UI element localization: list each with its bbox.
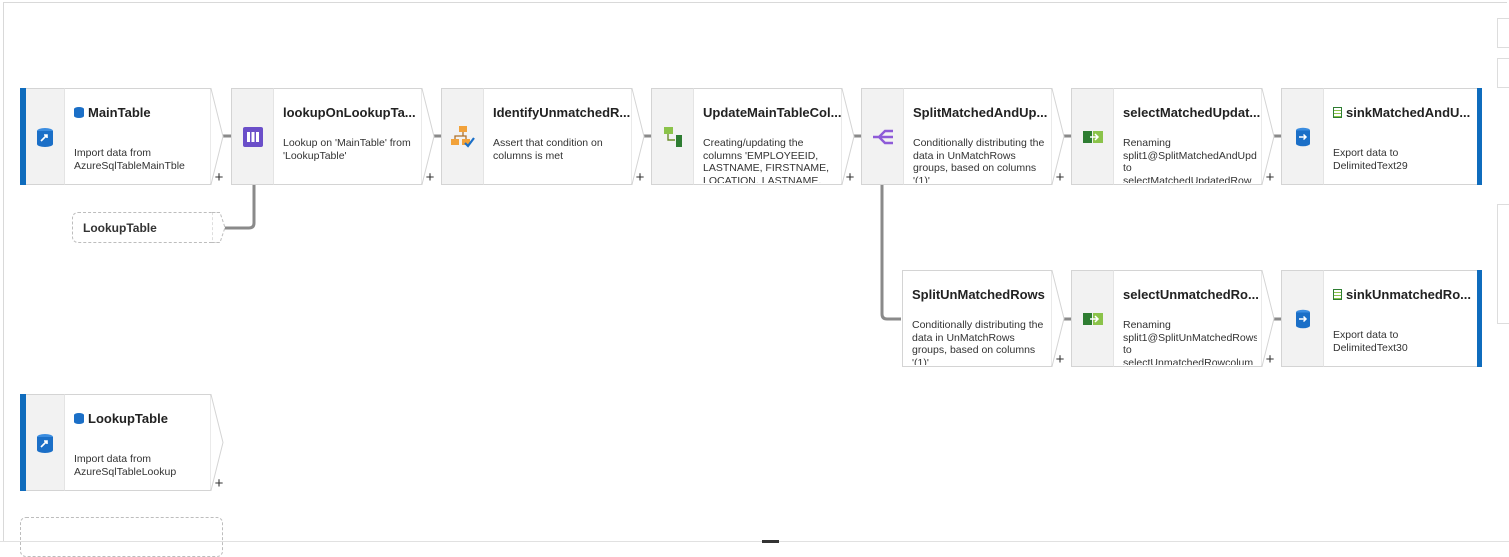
sql-db-icon — [74, 107, 84, 118]
node-accent-bar — [20, 88, 26, 185]
panel-divider — [0, 541, 1509, 542]
node-description: Export data to DelimitedText30 — [1333, 329, 1408, 354]
node-accent-bar — [1477, 88, 1482, 185]
stream-chip-label: LookupTable — [83, 220, 157, 235]
node-description: Conditionally distributing the data in U… — [913, 137, 1045, 183]
node-title: SplitMatchedAndUp... — [913, 105, 1048, 120]
node-title: SplitUnMatchedRows — [912, 287, 1045, 302]
node-description: Conditionally distributing the data in U… — [912, 319, 1044, 365]
node-title: UpdateMainTableCol... — [703, 105, 842, 120]
source-node-lookup-table[interactable]: LookupTable Import data from AzureSqlTab… — [20, 394, 224, 491]
split-unmatched-node[interactable]: SplitUnMatchedRows Conditionally distrib… — [902, 270, 1065, 367]
zoom-toolbar-mid[interactable] — [1497, 58, 1509, 88]
node-arrow-tip — [1051, 270, 1065, 367]
select-icon-column — [1071, 270, 1113, 367]
resize-handle[interactable] — [762, 540, 779, 543]
node-title: LookupTable — [74, 411, 168, 426]
node-title: MainTable — [74, 105, 151, 120]
stream-chip-tip — [212, 212, 226, 243]
lookup-icon — [242, 126, 263, 147]
source-icon-column — [26, 394, 64, 491]
assert-icon-column — [441, 88, 483, 185]
conditional-split-node[interactable]: SplitMatchedAndUp... Conditionally distr… — [861, 88, 1065, 185]
node-accent-bar — [20, 394, 26, 491]
add-transform-button[interactable]: + — [635, 169, 645, 186]
source-icon-column — [26, 88, 64, 185]
add-transform-button[interactable]: + — [845, 169, 855, 186]
source-icon — [37, 127, 53, 147]
add-transform-button[interactable]: + — [425, 169, 435, 186]
lookup-stream-chip[interactable]: LookupTable — [72, 212, 220, 243]
sink-icon — [1295, 127, 1310, 146]
node-arrow-tip — [841, 88, 855, 185]
assert-icon — [450, 125, 475, 148]
assert-node[interactable]: IdentifyUnmatchedR... Assert that condit… — [441, 88, 645, 185]
lookup-icon-column — [231, 88, 273, 185]
node-arrow-tip — [631, 88, 645, 185]
node-accent-bar — [1477, 270, 1482, 367]
node-arrow-tip — [1261, 270, 1275, 367]
source-node-main-table[interactable]: MainTable Import data from AzureSqlTable… — [20, 88, 224, 185]
sql-db-icon — [74, 413, 84, 424]
sink-icon-column — [1281, 88, 1323, 185]
zoom-toolbar-lower[interactable] — [1497, 204, 1509, 324]
node-title: selectUnmatchedRo... — [1123, 287, 1259, 302]
node-title: lookupOnLookupTa... — [283, 105, 416, 120]
add-transform-button[interactable]: + — [1055, 169, 1065, 186]
node-arrow-tip — [210, 394, 224, 491]
node-description: Assert that condition on columns is met — [493, 137, 603, 162]
add-transform-button[interactable]: + — [1265, 169, 1275, 186]
sink-node-matched[interactable]: sinkMatchedAndU... Export data to Delimi… — [1281, 88, 1482, 185]
zoom-toolbar-top[interactable] — [1497, 18, 1509, 48]
add-transform-button[interactable]: + — [1055, 351, 1065, 368]
node-description: Import data from AzureSqlTableLookup — [74, 453, 177, 478]
derived-column-icon — [663, 126, 682, 147]
select-node-unmatched[interactable]: selectUnmatchedRo... Renaming split1@Spl… — [1071, 270, 1275, 367]
select-icon — [1082, 312, 1103, 325]
node-arrow-tip — [1261, 88, 1275, 185]
node-arrow-tip — [421, 88, 435, 185]
add-source-placeholder[interactable] — [20, 517, 223, 557]
node-description: Renaming split1@SplitMatchedAndUpdatedRo… — [1123, 137, 1257, 183]
delimited-text-icon — [1333, 289, 1342, 300]
node-arrow-tip — [210, 88, 224, 185]
derived-column-node[interactable]: UpdateMainTableCol... Creating/updating … — [651, 88, 855, 185]
delimited-text-icon — [1333, 107, 1342, 118]
split-icon-column — [861, 88, 903, 185]
node-title: sinkMatchedAndU... — [1333, 105, 1470, 120]
node-description: Lookup on 'MainTable' from 'LookupTable' — [283, 137, 411, 162]
node-description: Export data to DelimitedText29 — [1333, 147, 1408, 172]
node-title: sinkUnmatchedRo... — [1333, 287, 1471, 302]
add-transform-button[interactable]: + — [214, 169, 224, 186]
select-icon-column — [1071, 88, 1113, 185]
derived-column-icon-column — [651, 88, 693, 185]
node-description: Creating/updating the columns 'EMPLOYEEI… — [703, 137, 830, 183]
select-icon — [1082, 130, 1103, 143]
canvas-frame — [3, 2, 1507, 542]
add-transform-button[interactable]: + — [1265, 351, 1275, 368]
split-icon — [872, 129, 893, 144]
node-description: Renaming split1@SplitUnMatchedRows to se… — [1123, 319, 1257, 365]
node-arrow-tip — [1051, 88, 1065, 185]
add-transform-button[interactable]: + — [214, 475, 224, 492]
node-title: selectMatchedUpdat... — [1123, 105, 1261, 120]
sink-icon — [1295, 309, 1310, 328]
node-title: IdentifyUnmatchedR... — [493, 105, 631, 120]
lookup-node[interactable]: lookupOnLookupTa... Lookup on 'MainTable… — [231, 88, 435, 185]
node-description: Import data from AzureSqlTableMainTble — [74, 147, 185, 172]
select-node-matched[interactable]: selectMatchedUpdat... Renaming split1@Sp… — [1071, 88, 1275, 185]
source-icon — [37, 433, 53, 453]
sink-icon-column — [1281, 270, 1323, 367]
sink-node-unmatched[interactable]: sinkUnmatchedRo... Export data to Delimi… — [1281, 270, 1482, 367]
